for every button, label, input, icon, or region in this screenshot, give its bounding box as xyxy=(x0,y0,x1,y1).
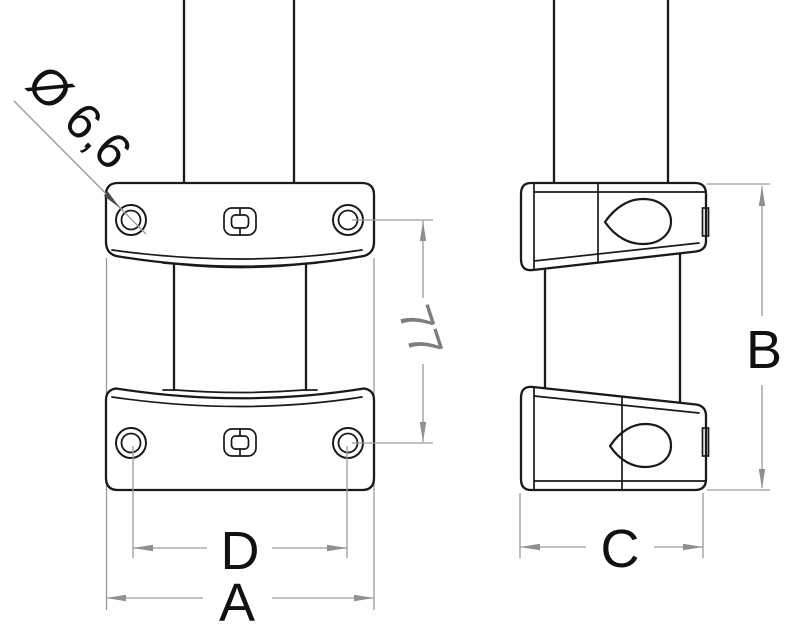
side-sleeve xyxy=(543,249,682,408)
side-top-clamp-notch xyxy=(701,207,710,237)
diameter-leader-arrow xyxy=(103,191,120,208)
bolt-hole-bore xyxy=(120,209,142,231)
front-bottom-clamp-bar xyxy=(104,387,376,492)
arrow-left xyxy=(133,544,153,552)
dim-a-label: A xyxy=(219,573,255,624)
arrow-left xyxy=(106,594,126,602)
saddle-clip xyxy=(223,207,257,236)
teardrop-slot xyxy=(608,422,673,469)
side-bottom-clamp-top-face xyxy=(533,395,700,414)
front-pole xyxy=(182,0,296,186)
dim-b-label: B xyxy=(746,320,782,380)
dim-b-extension-lines xyxy=(707,183,770,491)
dimension-a: A xyxy=(106,573,374,624)
arrow-right xyxy=(354,594,374,602)
side-pole xyxy=(552,0,670,187)
side-top-clamp-outline xyxy=(519,181,708,272)
arrow-down xyxy=(758,469,766,489)
dimension-d: D xyxy=(132,446,348,581)
arrow-left xyxy=(520,543,540,551)
front-sleeve xyxy=(172,262,308,392)
arrow-down xyxy=(419,422,427,442)
arrow-up xyxy=(758,186,766,206)
arrow-right xyxy=(327,544,347,552)
front-top-saddle-curve xyxy=(162,262,318,269)
dim-c-label: C xyxy=(601,519,640,579)
front-view: Ø 6,6 77 D A xyxy=(13,0,454,624)
front-top-clamp-bar xyxy=(104,181,376,269)
arrow-right xyxy=(683,543,703,551)
diameter-label: Ø 6,6 xyxy=(16,54,142,180)
bolt-hole-bore xyxy=(120,432,142,454)
front-bottom-clamp-outline xyxy=(104,387,376,492)
front-bottom-saddle-curve xyxy=(162,389,318,394)
teardrop-slot xyxy=(603,197,673,246)
dimension-c: C xyxy=(519,493,704,579)
side-top-clamp xyxy=(519,181,710,272)
dim-77-label: 77 xyxy=(388,299,453,364)
dim-77-extension-lines xyxy=(352,219,433,444)
dim-d-extension-lines xyxy=(132,446,348,558)
front-bottom-clamp-lip xyxy=(111,396,363,408)
arrow-up xyxy=(419,221,427,241)
diameter-leader-line xyxy=(13,100,147,235)
side-top-clamp-bottom-face xyxy=(533,242,700,262)
dimension-b: B xyxy=(707,183,782,491)
saddle-clip xyxy=(223,428,257,457)
side-bottom-clamp-notch xyxy=(701,427,710,457)
side-bottom-clamp xyxy=(519,385,710,492)
front-top-clamp-lip xyxy=(111,249,363,260)
side-bottom-clamp-outline xyxy=(519,385,708,492)
side-view: B C xyxy=(519,0,782,579)
front-top-clamp-outline xyxy=(104,181,376,268)
dim-d-label: D xyxy=(221,521,260,581)
